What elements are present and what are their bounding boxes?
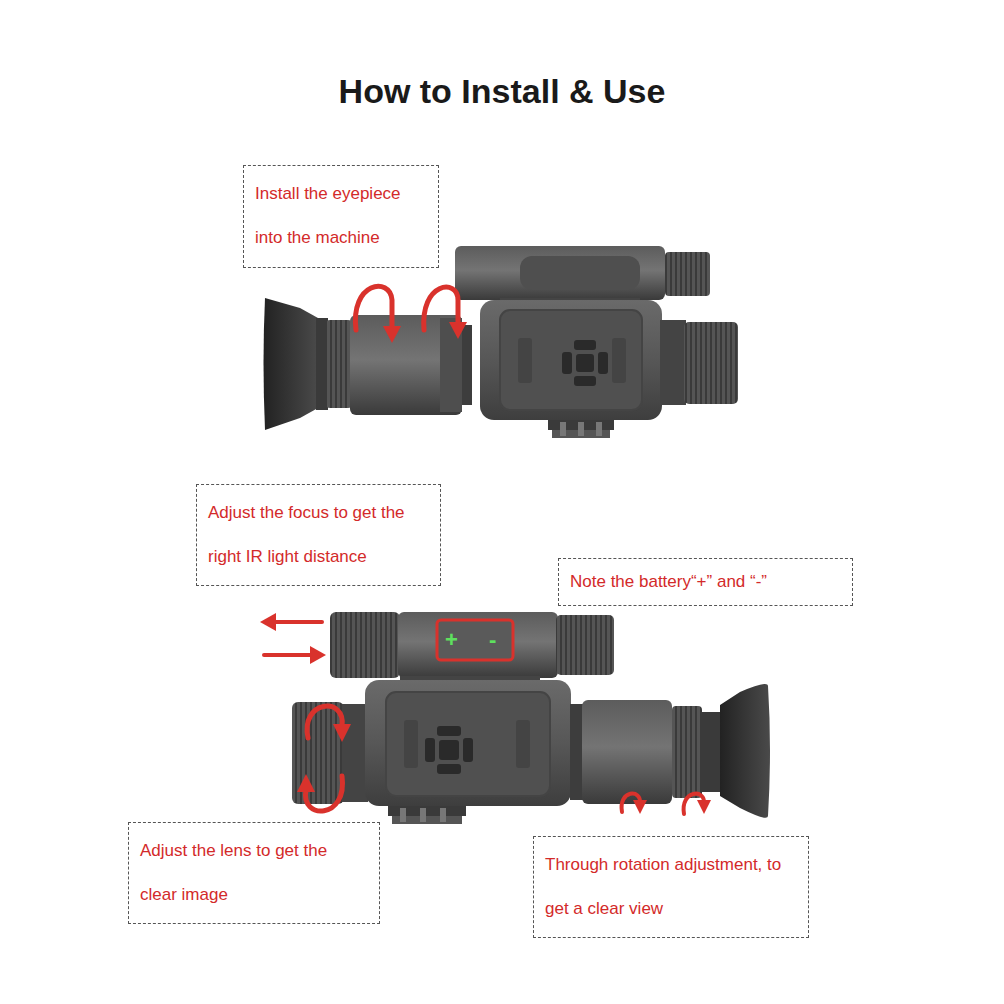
diagram-title: How to Install & Use bbox=[0, 72, 1004, 111]
polarity-mark: + bbox=[445, 629, 458, 651]
callout-box: Adjust the lens to get the clear image bbox=[128, 822, 380, 924]
callout-box: Adjust the focus to get the right IR lig… bbox=[196, 484, 441, 586]
callout-box: Note the battery“+” and “-” bbox=[558, 558, 853, 606]
callout-box: Install the eyepiece into the machine bbox=[243, 165, 439, 268]
callout-text: Through rotation adjustment, to get a cl… bbox=[545, 843, 797, 931]
callout-box: Through rotation adjustment, to get a cl… bbox=[533, 836, 809, 938]
callout-text: Adjust the lens to get the clear image bbox=[140, 829, 368, 917]
callout-text: Adjust the focus to get the right IR lig… bbox=[208, 491, 429, 579]
callout-text: Install the eyepiece into the machine bbox=[255, 172, 427, 260]
callout-text: Note the battery“+” and “-” bbox=[570, 565, 841, 599]
polarity-mark: - bbox=[489, 629, 496, 651]
